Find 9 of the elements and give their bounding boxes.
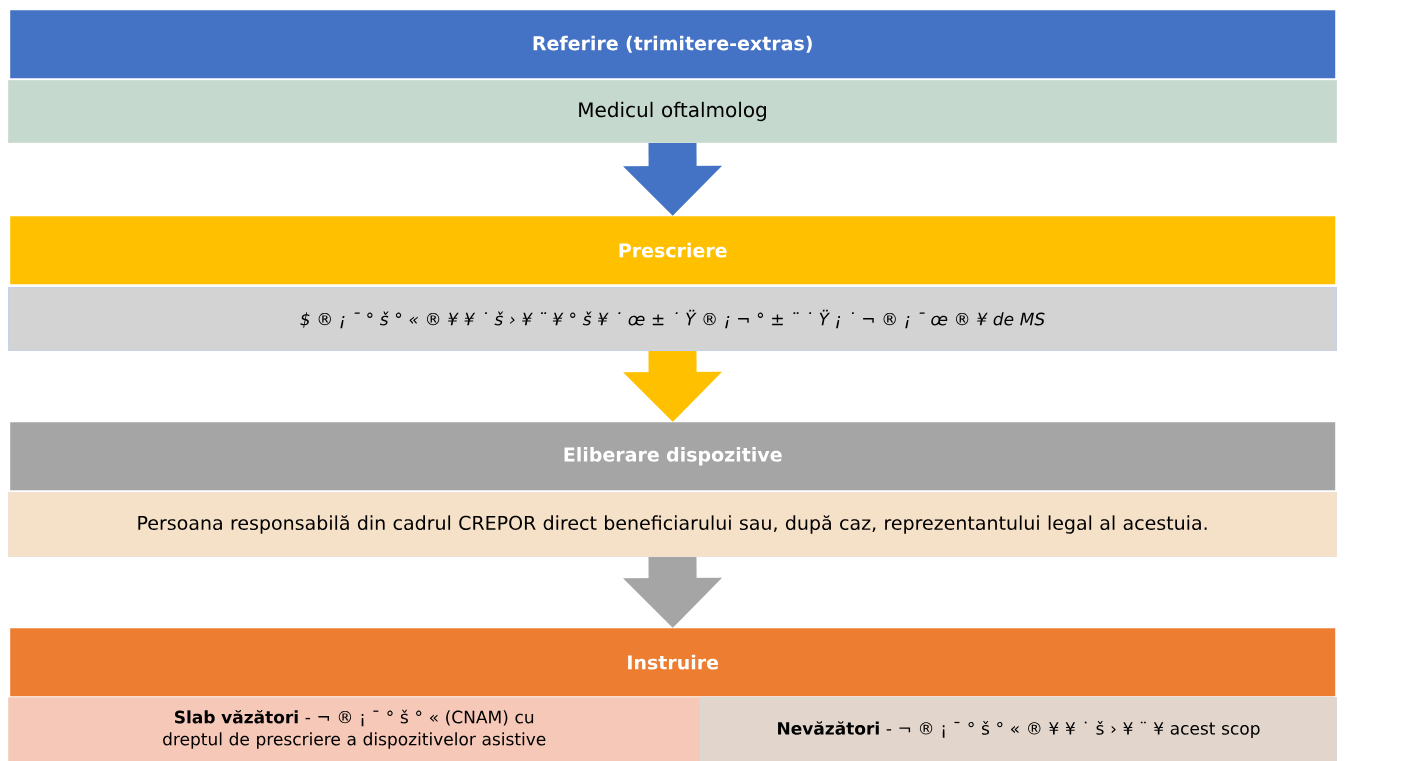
header-band: Instruire [10,628,1336,697]
header-band: Prescriere [10,216,1336,285]
text-panel: Nevăzători - ¬ ® ¡ ¯ ° š ° « ® ¥ ¥ ˙ š › ¥ ¨ ¥ acest scop [700,697,1337,761]
text-band: Persoana responsabilă din cadrul CREPOR direct beneficiarului sau, după caz, reprezentantului legal al acestuia. [8,492,1337,557]
header-band: Referire (trimitere-extras) [10,10,1336,79]
text-panel: Slab văzători - ¬ ® ¡ ¯ ° š ° « (CNAM) cu dreptul de prescriere a dispozitivelor asistive [8,697,701,761]
header-band: Eliberare dispozitive [10,422,1336,491]
text-band: Medicul oftalmolog [8,80,1337,143]
text-band: $ ® ¡ ¯ ° š ° « ® ¥ ¥ ˙ š › ¥ ¨ ¥ ° š ¥ ˙ œ ± ˙ Ÿ ® ¡ ¬ ° ± ¨ ˙ Ÿ ¡ ˙ ¬ ® ¡ ¯ œ ® ¥ de MS [8,287,1337,351]
